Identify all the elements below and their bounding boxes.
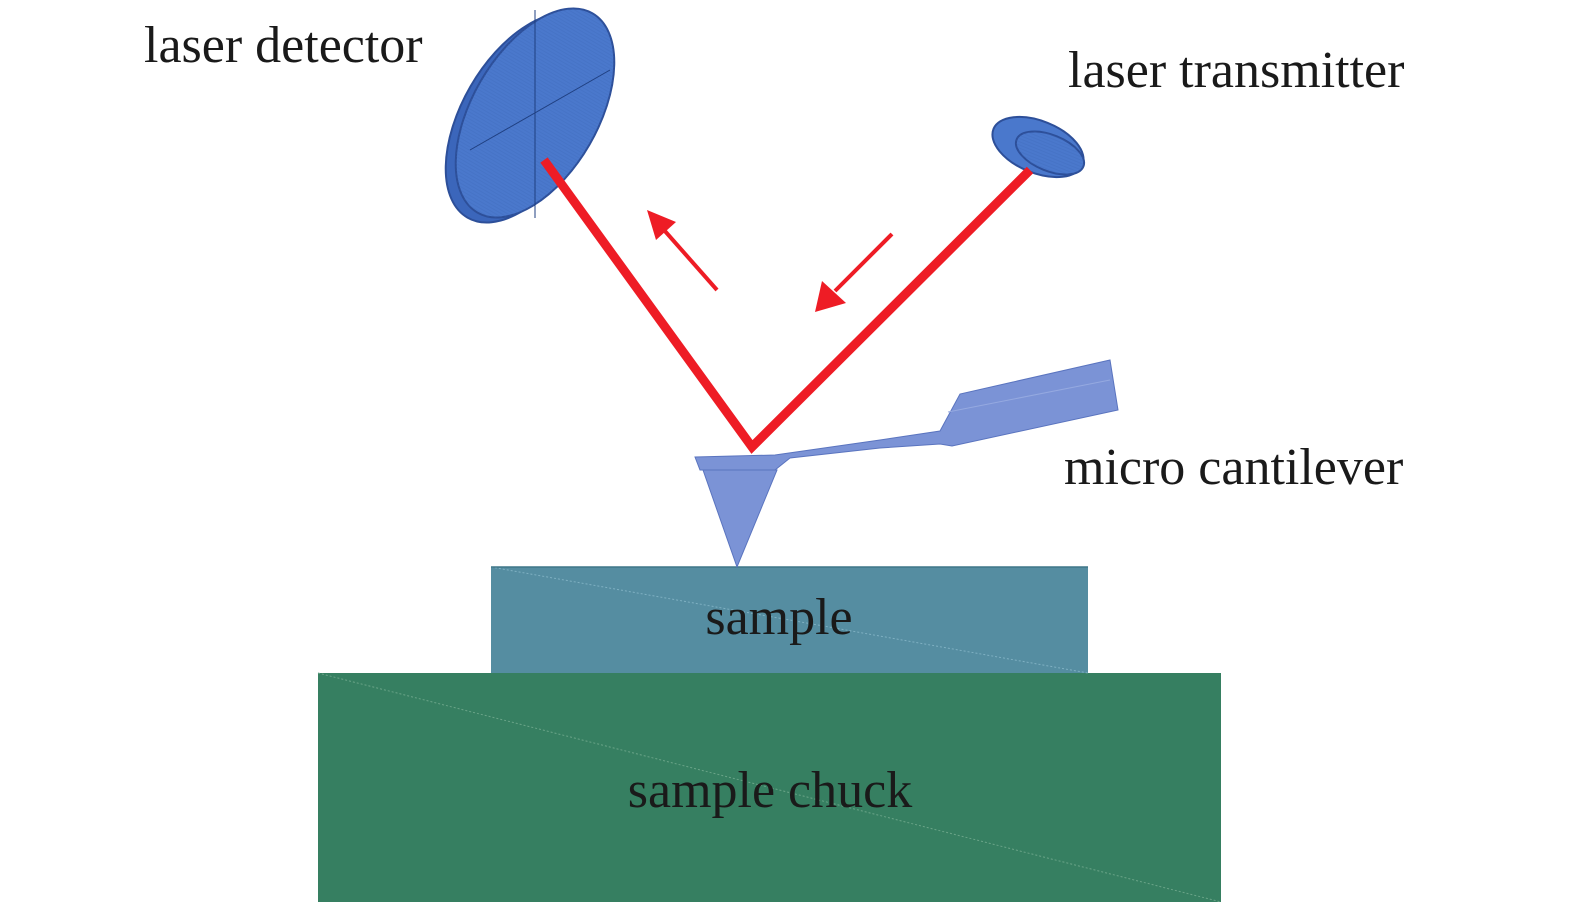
label-sample-chuck: sample chuck — [628, 762, 912, 819]
sample — [490, 566, 1089, 674]
sample-chuck — [317, 672, 1222, 902]
label-micro-cantilever: micro cantilever — [1064, 439, 1403, 496]
micro-cantilever — [694, 359, 1119, 569]
label-sample: sample — [705, 589, 852, 646]
laser-transmitter — [991, 115, 1086, 179]
cantilever-tip — [702, 469, 778, 569]
laser-detector — [444, 7, 616, 224]
incident-arrow — [815, 232, 894, 312]
incident-arrowhead — [815, 281, 846, 312]
cantilever-arm — [694, 359, 1119, 471]
laser-beam — [540, 157, 1034, 454]
reflected-arrowhead — [647, 210, 676, 240]
label-laser-transmitter: laser transmitter — [1068, 42, 1404, 99]
label-laser-detector: laser detector — [144, 17, 423, 74]
laser-beam-path — [540, 157, 1034, 454]
reflected-arrow — [647, 210, 719, 292]
